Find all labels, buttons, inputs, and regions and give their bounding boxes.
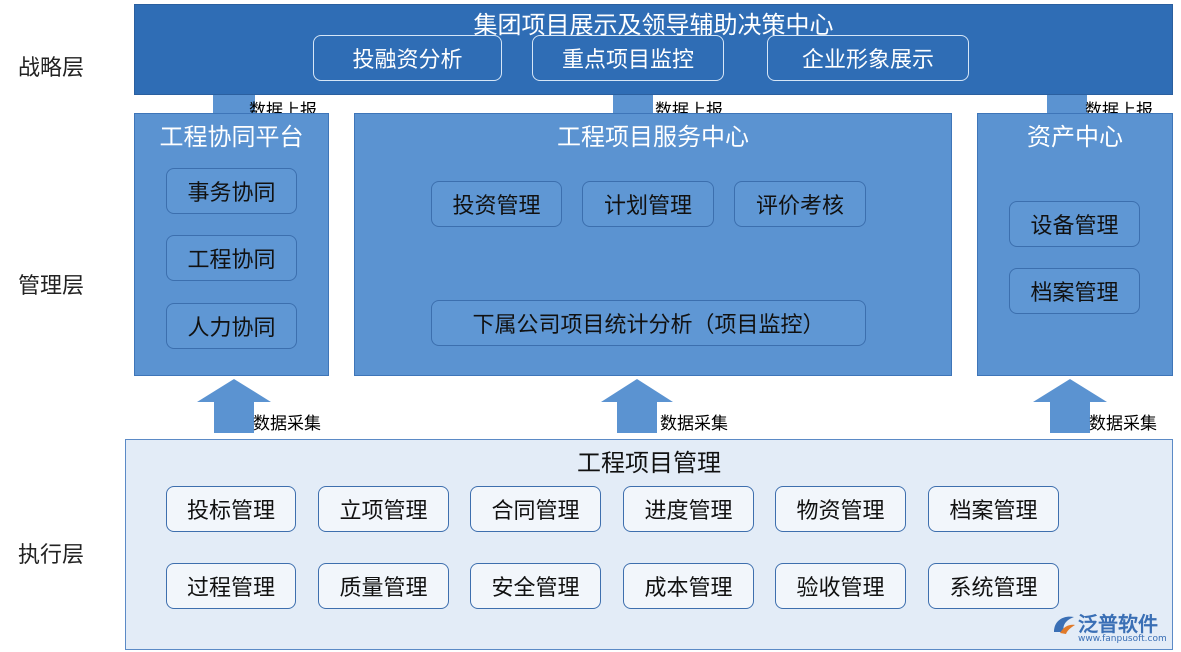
exec-item-bidding[interactable]: 投标管理 [166,486,296,532]
logo-url: www.fanpusoft.com [1078,634,1167,644]
collab-item-engineering[interactable]: 工程协同 [166,235,297,281]
exec-item-cost[interactable]: 成本管理 [623,563,754,609]
collab-item-hr[interactable]: 人力协同 [166,303,297,349]
asset-item-archives[interactable]: 档案管理 [1009,268,1140,314]
strategy-item-investment-analysis[interactable]: 投融资分析 [313,35,502,81]
strategy-item-brand-display[interactable]: 企业形象展示 [767,35,969,81]
collab-panel: 工程协同平台 事务协同 工程协同 人力协同 [134,113,329,376]
collab-item-affairs[interactable]: 事务协同 [166,168,297,214]
collect-arrow-left [197,379,271,433]
layer-label-strategy: 战略层 [18,56,85,81]
exec-panel: 工程项目管理 投标管理 立项管理 合同管理 进度管理 物资管理 档案管理 过程管… [125,439,1173,650]
exec-item-schedule[interactable]: 进度管理 [623,486,754,532]
asset-item-equipment[interactable]: 设备管理 [1009,201,1140,247]
service-panel: 工程项目服务中心 投资管理 计划管理 评价考核 下属公司项目统计分析（项目监控） [354,113,952,376]
layer-label-management: 管理层 [18,274,85,299]
logo-icon [1054,616,1075,634]
exec-item-safety[interactable]: 安全管理 [470,563,601,609]
brand-logo: 泛普软件 www.fanpusoft.com [1048,608,1172,648]
logo-name: 泛普软件 [1078,612,1158,636]
exec-item-archives[interactable]: 档案管理 [928,486,1059,532]
strategy-item-key-project-monitor[interactable]: 重点项目监控 [532,35,724,81]
collect-arrow-right [1033,379,1107,433]
exec-panel-title: 工程项目管理 [577,449,721,477]
service-item-investment[interactable]: 投资管理 [431,181,562,227]
strategy-panel-title: 集团项目展示及领导辅助决策中心 [473,11,834,39]
collect-label-center: 数据采集 [660,414,728,434]
collect-label-right: 数据采集 [1089,414,1157,434]
exec-item-contract[interactable]: 合同管理 [470,486,601,532]
strategy-panel: 集团项目展示及领导辅助决策中心 投融资分析 重点项目监控 企业形象展示 [134,4,1173,95]
service-panel-title: 工程项目服务中心 [557,123,749,151]
exec-item-process[interactable]: 过程管理 [166,563,296,609]
exec-item-system[interactable]: 系统管理 [928,563,1059,609]
asset-panel: 资产中心 设备管理 档案管理 [977,113,1173,376]
service-item-evaluation[interactable]: 评价考核 [734,181,866,227]
exec-item-project-approval[interactable]: 立项管理 [318,486,449,532]
asset-panel-title: 资产中心 [1027,123,1123,151]
exec-item-materials[interactable]: 物资管理 [775,486,906,532]
collab-panel-title: 工程协同平台 [159,123,304,151]
layer-label-execution: 执行层 [18,543,85,568]
collect-label-left: 数据采集 [253,414,321,434]
service-item-planning[interactable]: 计划管理 [582,181,714,227]
exec-item-quality[interactable]: 质量管理 [318,563,449,609]
collect-arrow-center [601,379,673,433]
exec-item-acceptance[interactable]: 验收管理 [775,563,906,609]
service-item-subsidiary-analysis[interactable]: 下属公司项目统计分析（项目监控） [431,300,866,346]
